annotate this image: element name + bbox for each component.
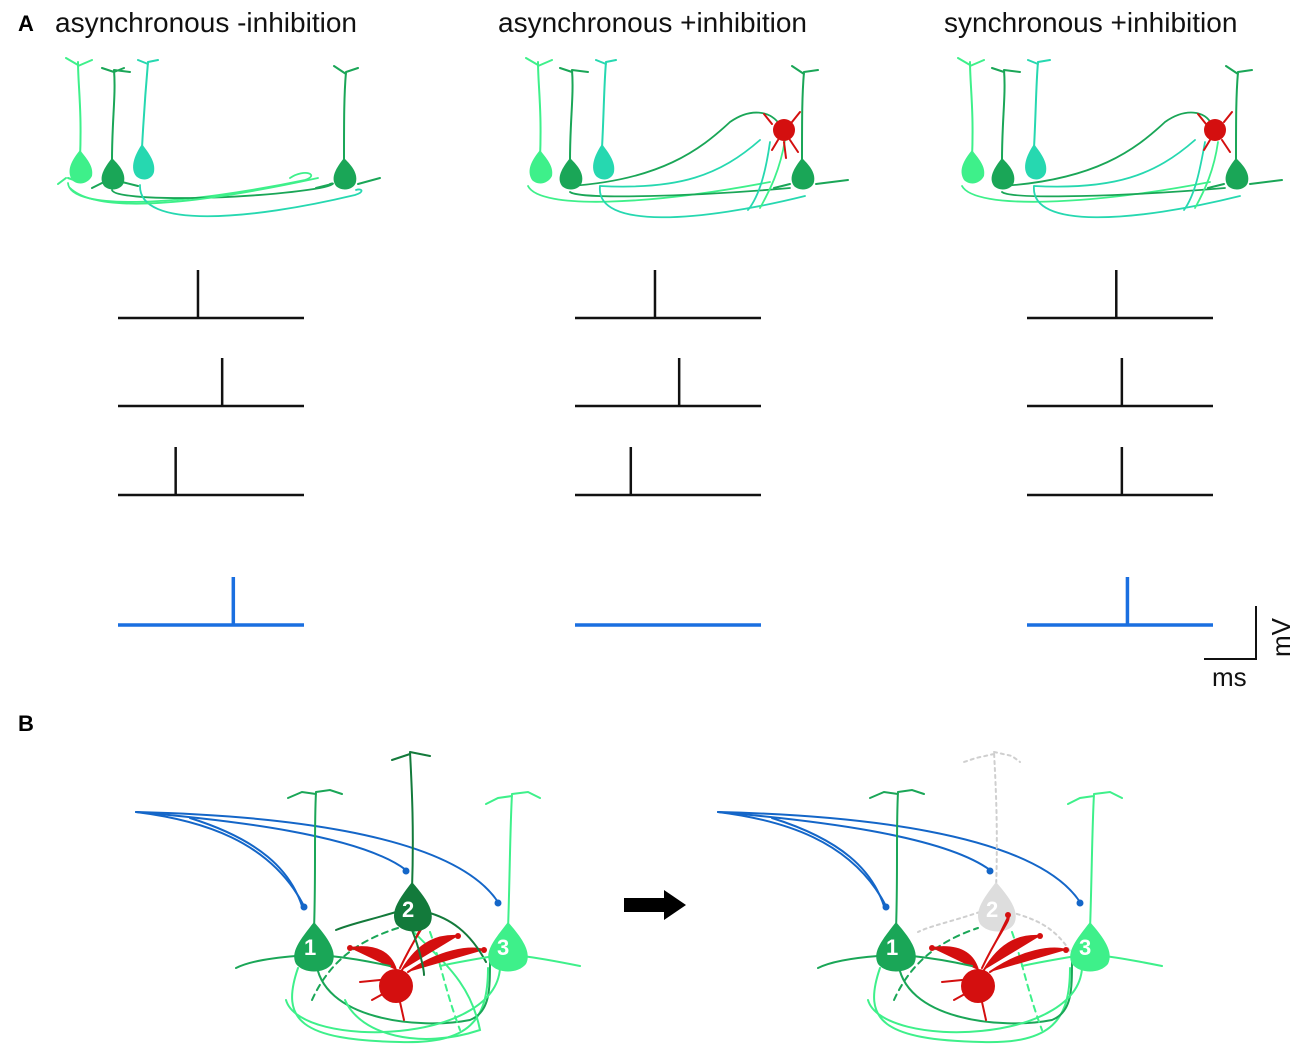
pyramidal-neuron-1 xyxy=(57,57,93,185)
neuron-1-label: 1 xyxy=(304,935,316,960)
target-neuron xyxy=(1207,65,1283,190)
column-3-title: synchronous +inhibition xyxy=(944,7,1237,38)
circuit-column-1 xyxy=(57,57,381,218)
target-neuron xyxy=(773,65,849,190)
input-axons xyxy=(717,811,1081,907)
pyramidal-neuron-3 xyxy=(133,59,159,180)
circuit-column-3 xyxy=(957,57,1283,219)
neuron-1 xyxy=(817,788,973,972)
transition-arrow xyxy=(624,890,686,920)
pyramidal-neuron-2 xyxy=(991,67,1021,190)
spike-traces xyxy=(118,270,1213,627)
target-neuron xyxy=(315,65,381,190)
column-1-title: asynchronous -inhibition xyxy=(55,7,357,38)
pyramidal-neuron-2 xyxy=(559,67,589,190)
silenced-neuron-2 xyxy=(917,751,1077,963)
circuit-column-2 xyxy=(525,57,849,219)
scale-bar: ms mV xyxy=(1204,606,1296,692)
neuron-2-label: 2 xyxy=(402,897,414,922)
pyramidal-neuron-2 xyxy=(91,67,139,190)
neuron-1 xyxy=(235,788,391,972)
neuron-3-label: 3 xyxy=(1079,935,1091,960)
neuron-2 xyxy=(335,751,487,976)
circuit-silenced: 2 1 3 xyxy=(717,751,1163,1044)
silenced-neuron-2-label: 2 xyxy=(986,897,998,922)
pyramidal-neuron-3 xyxy=(593,59,617,180)
input-axons xyxy=(135,811,499,907)
interneuron xyxy=(763,111,801,159)
neuron-3 xyxy=(1021,790,1163,972)
panel-a-label: A xyxy=(18,11,34,36)
panel-b-label: B xyxy=(18,711,34,736)
circuit-intact: 1 2 3 xyxy=(135,751,581,1044)
scale-bar-x-unit: ms xyxy=(1212,662,1247,692)
connections xyxy=(527,111,806,219)
scale-bar-y-unit: mV xyxy=(1266,617,1296,657)
column-2-title: asynchronous +inhibition xyxy=(498,7,807,38)
interneuron xyxy=(1197,111,1233,153)
pyramidal-neuron-1 xyxy=(957,57,985,184)
neuron-3 xyxy=(439,790,581,972)
neuron-1-label: 1 xyxy=(886,935,898,960)
interneuron xyxy=(929,912,1069,1021)
pyramidal-neuron-1 xyxy=(525,57,553,184)
neuron-3-label: 3 xyxy=(497,935,509,960)
pyramidal-neuron-3 xyxy=(1025,59,1051,180)
recurrent-connections xyxy=(867,927,1084,1044)
